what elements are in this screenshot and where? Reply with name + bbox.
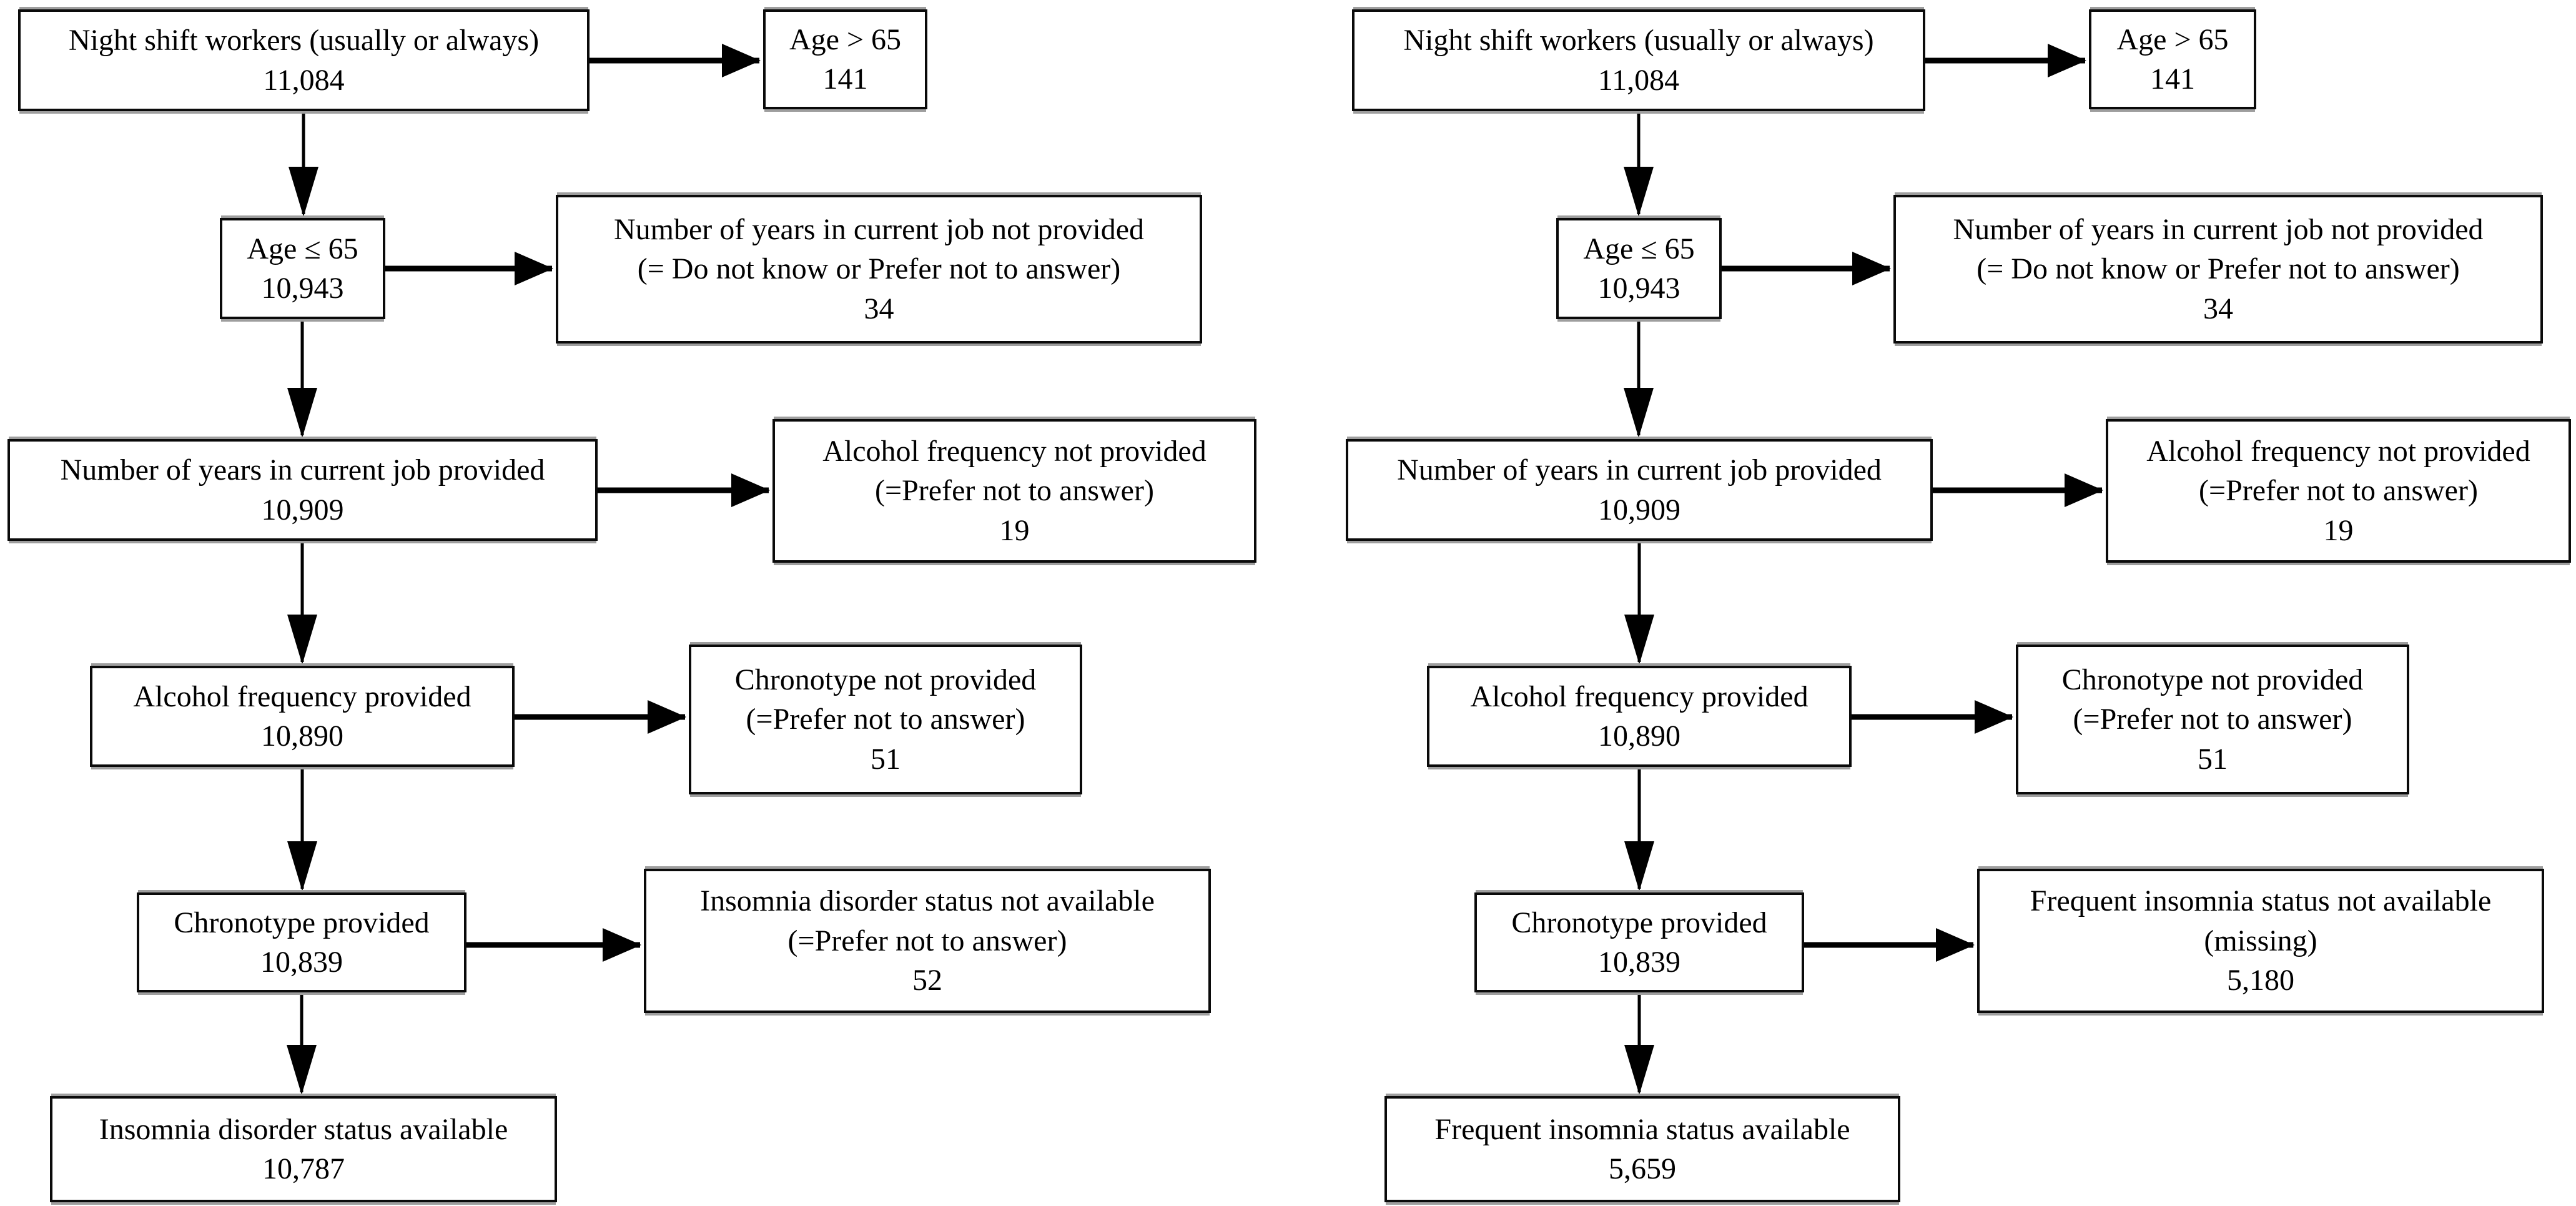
box-count: 51 (2198, 742, 2228, 776)
box-years-provided-left: Number of years in current job provided … (7, 439, 598, 541)
box-count: 5,180 (2227, 964, 2294, 997)
box-insomnia-status-available-left: Insomnia disorder status available 10,78… (50, 1096, 557, 1202)
box-chronotype-provided-left: Chronotype provided 10,839 (137, 892, 466, 992)
box-count: 34 (864, 292, 894, 325)
box-label: Chronotype provided (174, 906, 430, 939)
box-label: Night shift workers (usually or always) (1403, 24, 1874, 57)
box-age-le-65-right: Age ≤ 65 10,943 (1556, 218, 1722, 319)
box-count: 19 (2323, 513, 2354, 547)
box-count: 10,909 (1598, 493, 1680, 526)
box-count: 10,909 (261, 493, 344, 526)
box-count: 10,943 (261, 272, 344, 305)
box-label: Age > 65 (2116, 22, 2229, 56)
box-count: 10,839 (1598, 946, 1680, 979)
box-alcohol-provided-left: Alcohol frequency provided 10,890 (90, 666, 515, 767)
box-count: 11,084 (1597, 63, 1680, 97)
box-sublabel: (= Do not know or Prefer not to answer) (1976, 252, 2460, 286)
box-chronotype-not-provided-right: Chronotype not provided (=Prefer not to … (2016, 645, 2409, 794)
box-label: Chronotype provided (1511, 906, 1767, 939)
box-count: 52 (912, 964, 942, 997)
box-frequent-insomnia-available-right: Frequent insomnia status available 5,659 (1384, 1096, 1900, 1202)
box-sublabel: (=Prefer not to answer) (746, 703, 1025, 736)
box-count: 51 (871, 742, 901, 776)
box-count: 11,084 (263, 63, 345, 97)
box-label: Alcohol frequency provided (1470, 680, 1809, 713)
box-label: Number of years in current job provided (60, 453, 545, 487)
box-count: 5,659 (1609, 1152, 1676, 1185)
box-alcohol-not-provided-left: Alcohol frequency not provided (=Prefer … (772, 419, 1256, 563)
box-count: 141 (2150, 62, 2195, 96)
box-years-not-provided-right: Number of years in current job not provi… (1893, 195, 2543, 344)
box-label: Chronotype not provided (2061, 663, 2364, 696)
box-age-le-65-left: Age ≤ 65 10,943 (220, 218, 385, 319)
box-count: 10,890 (261, 719, 343, 753)
box-label: Insomnia disorder status not available (700, 884, 1155, 918)
box-label: Chronotype not provided (734, 663, 1037, 696)
box-night-shift-workers-right: Night shift workers (usually or always) … (1352, 9, 1925, 111)
box-label: Number of years in current job not provi… (1953, 212, 2484, 246)
box-label: Frequent insomnia status not available (2030, 884, 2492, 918)
box-label: Insomnia disorder status available (99, 1112, 508, 1146)
box-years-not-provided-left: Number of years in current job not provi… (556, 195, 1202, 344)
box-sublabel: (=Prefer not to answer) (2073, 703, 2352, 736)
box-label: Number of years in current job provided (1397, 453, 1882, 487)
box-age-over-65-right: Age > 65 141 (2089, 9, 2256, 109)
box-label: Alcohol frequency not provided (822, 434, 1207, 468)
box-count: 19 (999, 513, 1030, 547)
box-sublabel: (= Do not know or Prefer not to answer) (637, 252, 1121, 286)
box-label: Frequent insomnia status available (1434, 1112, 1850, 1146)
box-count: 10,890 (1598, 719, 1680, 753)
box-label: Age ≤ 65 (247, 232, 358, 265)
box-sublabel: (=Prefer not to answer) (2199, 474, 2478, 508)
box-chronotype-not-provided-left: Chronotype not provided (=Prefer not to … (689, 645, 1082, 794)
box-label: Number of years in current job not provi… (613, 212, 1145, 246)
box-chronotype-provided-right: Chronotype provided 10,839 (1474, 892, 1804, 992)
box-count: 10,787 (262, 1152, 345, 1185)
box-label: Alcohol frequency provided (133, 680, 471, 713)
box-sublabel: (missing) (2204, 924, 2317, 957)
box-sublabel: (=Prefer not to answer) (875, 474, 1154, 508)
box-label: Alcohol frequency not provided (2146, 434, 2530, 468)
box-alcohol-not-provided-right: Alcohol frequency not provided (=Prefer … (2106, 419, 2571, 563)
box-count: 34 (2203, 292, 2233, 325)
box-age-over-65-left: Age > 65 141 (763, 9, 927, 109)
box-label: Age > 65 (789, 22, 902, 56)
box-count: 10,943 (1597, 272, 1680, 305)
box-label: Age ≤ 65 (1583, 232, 1695, 265)
box-sublabel: (=Prefer not to answer) (787, 924, 1067, 957)
box-frequent-insomnia-not-available-right: Frequent insomnia status not available (… (1977, 869, 2544, 1013)
box-years-provided-right: Number of years in current job provided … (1346, 439, 1933, 541)
box-count: 10,839 (260, 946, 343, 979)
box-night-shift-workers-left: Night shift workers (usually or always) … (18, 9, 590, 111)
box-label: Night shift workers (usually or always) (68, 24, 540, 57)
box-count: 141 (822, 62, 868, 96)
box-insomnia-status-not-available-left: Insomnia disorder status not available (… (644, 869, 1211, 1013)
box-alcohol-provided-right: Alcohol frequency provided 10,890 (1427, 666, 1852, 767)
